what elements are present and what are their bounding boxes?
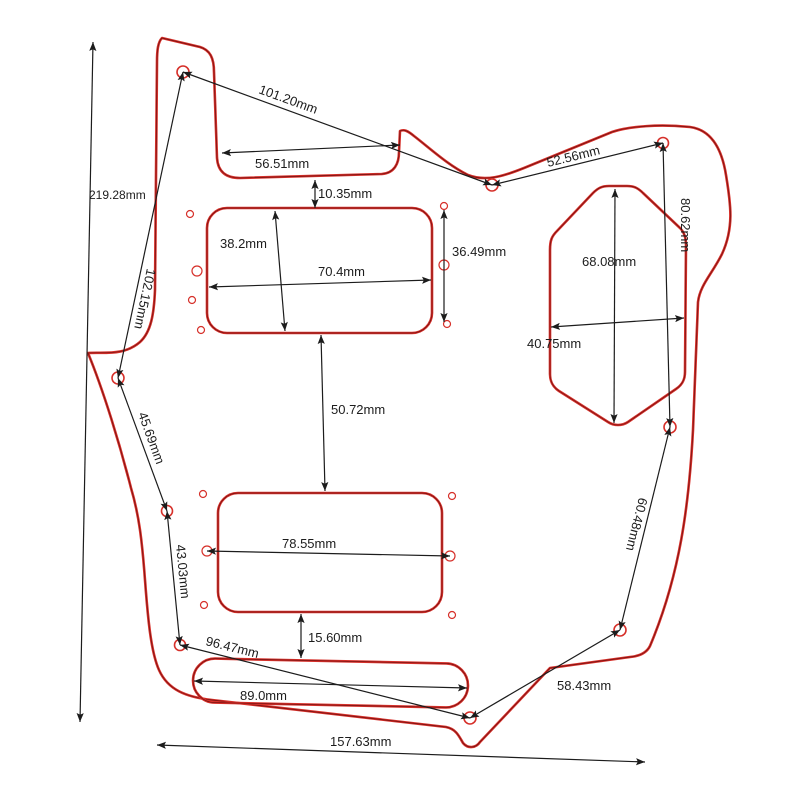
dim-line-60-48: [618, 426, 672, 631]
dim-label-56-51: 56.51mm: [255, 156, 309, 171]
pickup-screw-hole: [447, 610, 457, 620]
dim-label-78-55: 78.55mm: [282, 536, 336, 551]
dim-line-56-51: [221, 141, 401, 157]
dim-label-50-72: 50.72mm: [331, 402, 385, 417]
dim-label-38-2: 38.2mm: [220, 236, 267, 251]
dimension-lines: [76, 41, 685, 766]
dimension-labels: 101.20mm 56.51mm 10.35mm 38.2mm 70.4mm 3…: [89, 82, 693, 749]
dim-line-102-15: [116, 71, 185, 379]
dim-line-50-72: [317, 334, 329, 492]
dim-line-52-56: [491, 141, 664, 187]
dim-line-219-28: [76, 41, 97, 723]
dim-label-36-49: 36.49mm: [452, 244, 506, 259]
pickup-screw-hole: [191, 265, 203, 277]
dim-line-43-03: [164, 510, 183, 646]
control-cavity-cutout-inner-line: [549, 185, 687, 426]
upper-pickup-cutout-inner-line: [206, 207, 433, 334]
dim-line-157-63: [156, 741, 646, 766]
dim-label-157-63: 157.63mm: [330, 734, 391, 749]
dim-line-68-08: [610, 188, 619, 424]
dim-label-101-20: 101.20mm: [257, 82, 320, 117]
dim-line-45-69: [117, 377, 168, 512]
mounting-holes: [111, 65, 677, 725]
dim-label-96-47: 96.47mm: [204, 633, 260, 661]
pickup-screw-hole: [439, 201, 449, 211]
dim-line-40-75: [550, 315, 685, 330]
dim-label-80-62: 80.62mm: [678, 198, 693, 252]
dim-label-70-4: 70.4mm: [318, 264, 365, 279]
dim-label-68-08: 68.08mm: [582, 254, 636, 269]
dim-line-101-20: [182, 71, 493, 186]
dim-line-89-0: [193, 677, 468, 692]
control-cavity-cutout: [548, 184, 688, 427]
pickup-screw-hole: [196, 325, 206, 335]
dim-label-89-0: 89.0mm: [240, 688, 287, 703]
pickup-screw-hole: [187, 295, 197, 305]
dim-label-43-03: 43.03mm: [173, 544, 193, 599]
dim-label-219-28: 219.28mm: [89, 188, 146, 202]
dim-label-10-35: 10.35mm: [318, 186, 372, 201]
dim-label-15-60: 15.60mm: [308, 630, 362, 645]
pickup-screw-hole: [198, 489, 208, 499]
pickup-screw-hole: [199, 600, 209, 610]
pickup-screw-hole: [185, 209, 195, 219]
pickup-screw-hole: [447, 491, 457, 501]
dim-label-40-75: 40.75mm: [527, 336, 581, 351]
dim-line-38-2: [272, 210, 288, 332]
dim-label-58-43: 58.43mm: [557, 678, 611, 693]
dim-line-80-62: [659, 142, 674, 428]
dim-line-58-43: [469, 629, 621, 719]
dim-line-78-55: [206, 547, 451, 560]
dim-line-70-4: [208, 276, 432, 291]
